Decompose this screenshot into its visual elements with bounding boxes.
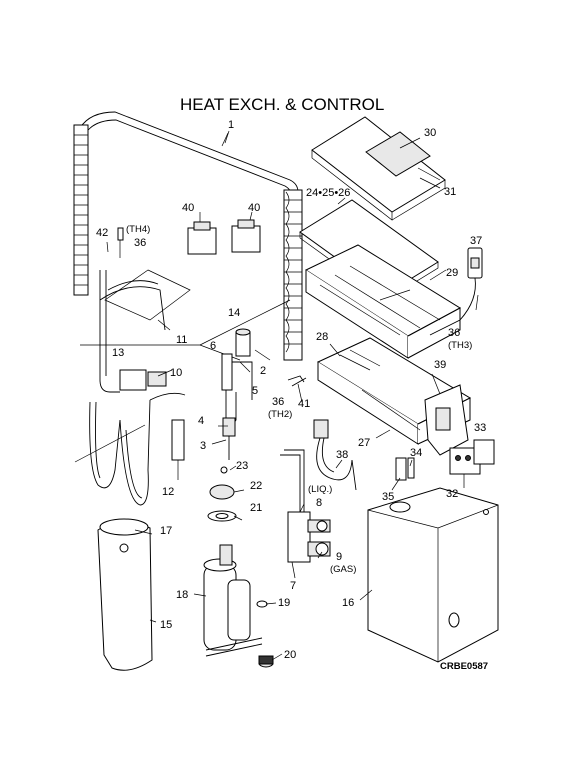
compressor-cover: [97, 518, 153, 671]
callout-6: 6: [210, 340, 216, 352]
service-valve-bracket: [280, 449, 331, 563]
callout-5: 5: [252, 385, 258, 397]
callout-28: 28: [316, 331, 328, 343]
leader-lines: [149, 130, 479, 661]
callout-17: 17: [160, 525, 172, 537]
callout-16: 16: [342, 597, 354, 609]
drawing-code: CRBE0587: [440, 661, 488, 672]
electrical-box: [316, 337, 472, 456]
callout-12: 12: [162, 486, 174, 498]
callout-33: 33: [474, 422, 486, 434]
callout-40a: 40: [182, 202, 194, 214]
callout-24-25-26: 24•25•26: [306, 187, 350, 199]
wiring-harness: [313, 419, 357, 491]
refrigerant-piping: [74, 269, 241, 506]
grommet-set: [207, 465, 237, 522]
thermistor-th4: [106, 227, 124, 258]
diagram-title: HEAT EXCH. & CONTROL: [180, 95, 384, 114]
callout-4: 4: [198, 415, 204, 427]
callout-39: 39: [434, 359, 446, 371]
callout-18: 18: [176, 589, 188, 601]
label-gas: (GAS): [330, 564, 356, 575]
callout-35: 35: [382, 491, 394, 503]
label-liquid: (LIQ.): [308, 484, 332, 495]
callout-29: 29: [446, 267, 458, 279]
callout-21: 21: [250, 502, 262, 514]
callout-38: 38: [336, 449, 348, 461]
callout-36-th3: 36: [448, 327, 460, 339]
thermistor-th2: [287, 375, 307, 387]
heat-exchanger: [73, 111, 303, 361]
callout-30: 30: [424, 127, 436, 139]
transformer-pair: [187, 211, 261, 255]
label-th4: (TH4): [126, 224, 150, 235]
terminal-blocks: [395, 439, 495, 481]
callout-41: 41: [298, 398, 310, 410]
callout-1: 1: [228, 119, 234, 131]
callout-20: 20: [284, 649, 296, 661]
callout-27: 27: [358, 437, 370, 449]
label-th2: (TH2): [268, 409, 292, 420]
callout-32: 32: [446, 488, 458, 500]
callout-7: 7: [290, 580, 296, 592]
callout-31: 31: [444, 186, 456, 198]
callout-40b: 40: [248, 202, 260, 214]
callout-9: 9: [336, 551, 342, 563]
valve-assembly: [199, 299, 291, 460]
top-panel: [311, 116, 446, 221]
callout-8: 8: [316, 497, 322, 509]
callout-23: 23: [236, 460, 248, 472]
callout-labels: 1 2 3 4 5 6 7 8 9 10 11 12 13 14 15 16 1…: [96, 119, 486, 661]
callout-3: 3: [200, 440, 206, 452]
callout-19: 19: [278, 597, 290, 609]
controller-box: [304, 244, 483, 359]
side-panel: [367, 487, 499, 663]
callout-2: 2: [260, 365, 266, 377]
callout-36-th2: 36: [272, 396, 284, 408]
callout-15: 15: [160, 619, 172, 631]
callout-34: 34: [410, 447, 422, 459]
callout-42: 42: [96, 227, 108, 239]
callout-14: 14: [228, 307, 240, 319]
callout-37: 37: [470, 235, 482, 247]
callout-36-th4: 36: [134, 237, 146, 249]
callout-22: 22: [250, 480, 262, 492]
callout-10: 10: [170, 367, 182, 379]
callout-13: 13: [112, 347, 124, 359]
compressor: [203, 544, 274, 668]
label-th3: (TH3): [448, 340, 472, 351]
callout-11: 11: [176, 334, 187, 346]
